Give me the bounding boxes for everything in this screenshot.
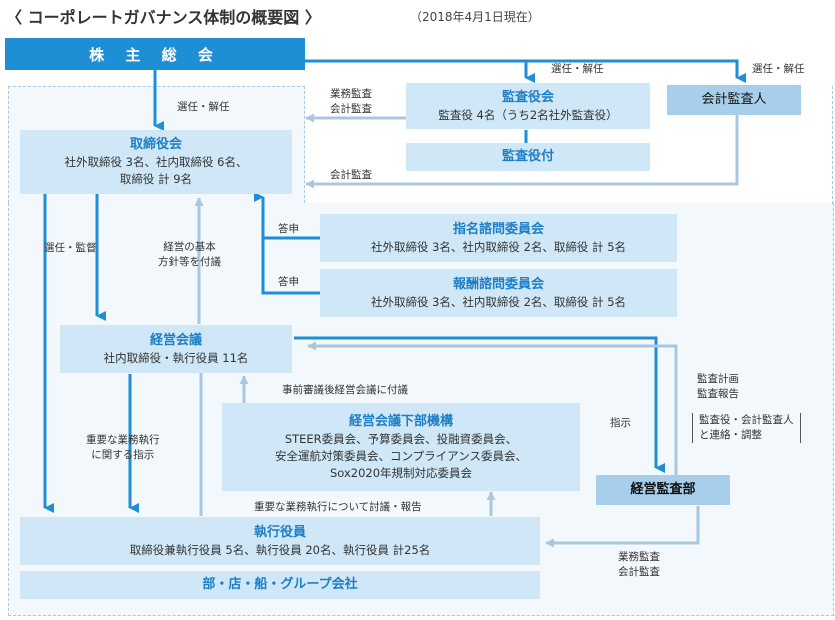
accounting-auditor-box: 会計監査人 [667, 85, 801, 115]
label-discuss-report: 重要な業務執行について討議・報告 [254, 501, 422, 513]
label-coordination: 監査役・会計監査人 と連絡・調整 [692, 413, 801, 443]
executive-officers-title: 執行役員 [253, 524, 306, 540]
shareholders-meeting-box: 株 主 総 会 [5, 38, 305, 70]
audit-staff-box: 監査役付 [406, 143, 650, 171]
label-instruction: 指示 [610, 417, 631, 429]
label-audit-bottom: 業務監査 会計監査 [618, 550, 660, 580]
nomination-detail: 社外取締役 3名、社内取締役 2名、取締役 計 5名 [370, 239, 627, 254]
label-important-instruction: 重要な業務執行 に関する指示 [86, 433, 160, 463]
audit-staff-title: 監査役付 [501, 149, 554, 164]
executive-officers-box: 執行役員 取締役兼執行役員 5名、執行役員 20名、執行役員 計25名 [20, 517, 540, 565]
board-line2: 取締役 計 9名 [119, 172, 193, 186]
compensation-title: 報酬諮問委員会 [452, 276, 544, 292]
as-of-date: （2018年4月1日現在） [410, 10, 540, 24]
label-report-compensation: 答申 [278, 276, 299, 288]
label-instruction-line1: 重要な業務執行 [86, 434, 160, 446]
sub-council-box: 経営会議下部機構 STEER委員会、予算委員会、投融資委員会、 安全運航対策委員… [222, 403, 580, 491]
sub-council-line2: 安全運航対策委員会、コンプライアンス委員会、 [275, 448, 527, 463]
label-coordination-line1: 監査役・会計監査人 [699, 414, 794, 426]
label-policy-line1: 経営の基本 [163, 241, 216, 253]
label-report-nomination: 答申 [278, 223, 299, 235]
internal-audit-box: 経営監査部 [596, 475, 730, 505]
nomination-committee-box: 指名諮問委員会 社外取締役 3名、社内取締役 2名、取締役 計 5名 [320, 214, 677, 262]
arrow-audit-council [307, 341, 678, 475]
management-council-title: 経営会議 [149, 332, 202, 348]
label-accounting-audit-2: 会計監査 [330, 169, 372, 181]
sub-council-line3: Sox2020年規制対応委員会 [329, 465, 473, 480]
internal-audit-title: 経営監査部 [630, 482, 696, 497]
label-accounting-audit-3: 会計監査 [618, 566, 660, 578]
management-council-detail: 社内取締役・執行役員 11名 [103, 350, 249, 365]
compensation-committee-box: 報酬諮問委員会 社外取締役 3名、社内取締役 2名、取締役 計 5名 [320, 269, 677, 317]
audit-board-box: 監査役会 監査役 4名（うち2名社外監査役） [406, 83, 650, 129]
label-elect-dismiss-auditors: 選任・解任 [551, 63, 604, 75]
sub-council-line1: STEER委員会、予算委員会、投融資委員会、 [284, 431, 518, 446]
accounting-auditor-title: 会計監査人 [701, 92, 767, 107]
arrow-council-audit [294, 336, 665, 473]
label-prior-review: 事前審議後経営会議に付議 [282, 384, 408, 396]
label-elect-supervise: 選任・監督 [44, 242, 97, 254]
arrow-audit-officers [545, 506, 700, 548]
label-policy: 経営の基本 方針等を付議 [158, 240, 221, 270]
page-title: 〈 コーポレートガバナンス体制の概要図 〉 [6, 8, 321, 27]
board-title: 取締役会 [129, 137, 182, 152]
label-business-audit-1: 業務監査 [330, 88, 372, 100]
board-line1: 社外取締役 3名、社内取締役 6名、 [64, 155, 248, 169]
groups-title: 部・店・船・グループ会社 [202, 577, 358, 592]
executive-officers-detail: 取締役兼執行役員 5名、執行役員 20名、執行役員 計25名 [129, 542, 431, 557]
label-audit-plan-report: 監査計画 監査報告 [697, 372, 739, 402]
compensation-detail: 社外取締役 3名、社内取締役 2名、取締役 計 5名 [370, 294, 627, 309]
label-accounting-audit-1: 会計監査 [330, 103, 372, 115]
arrow-accountant-board [305, 115, 739, 189]
company-region-right [303, 86, 833, 204]
audit-board-detail: 監査役 4名（うち2名社外監査役） [438, 107, 618, 122]
nomination-title: 指名諮問委員会 [452, 221, 544, 237]
label-elect-dismiss-board: 選任・解任 [177, 101, 230, 113]
board-box: 取締役会 社外取締役 3名、社内取締役 6名、 取締役 計 9名 [20, 130, 292, 194]
label-elect-dismiss-accountant: 選任・解任 [752, 63, 805, 75]
sub-council-title: 経営会議下部機構 [348, 413, 453, 429]
management-council-box: 経営会議 社内取締役・執行役員 11名 [60, 325, 292, 373]
label-audit-plan: 監査計画 [697, 373, 739, 385]
label-audit-report: 監査報告 [697, 388, 739, 400]
label-policy-line2: 方針等を付議 [158, 256, 221, 268]
arrow-shareholders-auditors [305, 59, 535, 83]
label-coordination-line2: と連絡・調整 [699, 429, 762, 441]
label-instruction-line2: に関する指示 [91, 449, 155, 461]
groups-box: 部・店・船・グループ会社 [20, 571, 540, 599]
arrow-committees-board [261, 236, 320, 295]
label-business-audit-2: 業務監査 [618, 551, 660, 563]
arrow-shareholders-accountant [526, 59, 746, 83]
audit-board-title: 監査役会 [501, 89, 554, 105]
